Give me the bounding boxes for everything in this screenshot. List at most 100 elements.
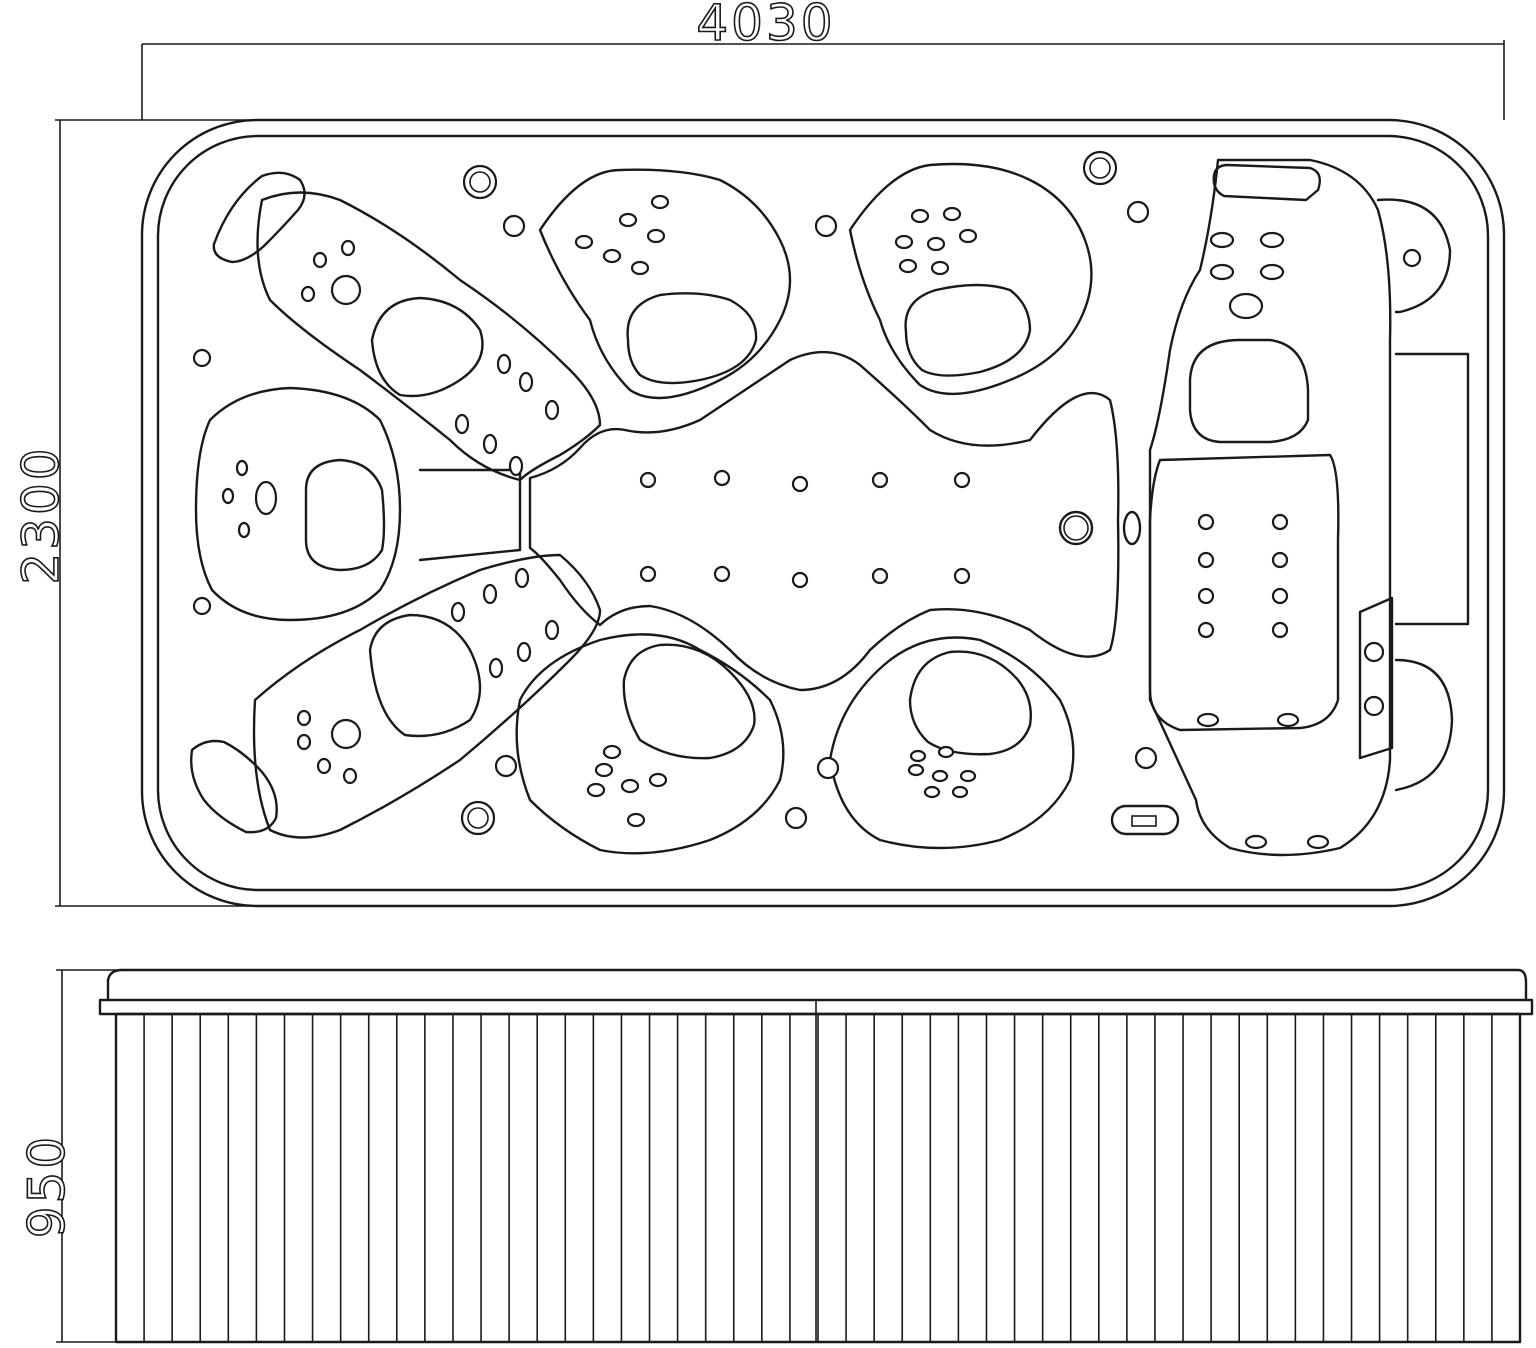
width-dimension-label: 2300 — [12, 445, 70, 584]
seat-top-1 — [538, 168, 792, 400]
footwell-jet — [713, 469, 731, 487]
lounger-jet — [514, 567, 530, 589]
lounger-jet — [488, 657, 504, 679]
lounger-jet — [340, 239, 356, 257]
diverter-valve — [462, 164, 498, 200]
lounge-back-jet — [1209, 231, 1235, 249]
lounger-bottom-left-headrest — [190, 739, 278, 834]
seat-jet — [618, 212, 638, 228]
lounger-jet — [300, 285, 316, 303]
air-control — [494, 754, 518, 778]
filter-bay-bottom — [1394, 658, 1454, 792]
seat-jet — [235, 459, 249, 477]
seat-jet — [630, 260, 650, 276]
footwell-jet — [953, 471, 971, 489]
lounge-leg-jet — [1271, 621, 1289, 639]
seat-jet — [646, 228, 666, 244]
seat-jet — [626, 812, 646, 828]
seat-jet — [959, 769, 977, 783]
lounger-bottom-left — [252, 553, 602, 839]
filter-bay-top — [1376, 198, 1452, 314]
lounge-leg-jet — [1197, 551, 1215, 569]
lounge-headrest — [1212, 163, 1321, 202]
lounge-leg-jet — [1197, 621, 1215, 639]
seat-bottom-2 — [828, 636, 1075, 850]
lounger-jet — [330, 718, 362, 750]
skimmer — [1110, 804, 1180, 836]
air-control — [814, 214, 838, 238]
lounger-top-left — [256, 191, 602, 482]
seat-jet — [926, 236, 946, 252]
footwell-jet — [639, 565, 657, 583]
seat-bottom-1 — [515, 633, 785, 855]
seat-left — [194, 386, 402, 622]
seat-jet — [942, 206, 962, 222]
seat-bottom-1-cushion — [622, 643, 756, 760]
lounger-jet — [312, 251, 328, 269]
lounge-back-jet — [1259, 231, 1285, 249]
air-control — [192, 596, 212, 616]
footwell-jet — [871, 567, 889, 585]
lounge-seat — [1148, 158, 1392, 857]
seat-jet — [937, 745, 955, 759]
seat-jet — [574, 234, 594, 250]
lounger-jet — [508, 455, 524, 477]
lounger-jet — [296, 733, 312, 751]
main-footwell — [528, 350, 1120, 692]
jet-group — [221, 194, 1330, 850]
lounge-leg-jet — [1271, 587, 1289, 605]
side-view-lid — [106, 968, 1528, 1002]
spa-top-view — [140, 118, 1506, 908]
lounge-leg-area — [1148, 453, 1340, 732]
seat-bottom-2-cushion — [908, 650, 1032, 756]
spa-side-view — [98, 968, 1534, 1344]
lounger-jet — [482, 433, 498, 455]
length-dimension: 4030 — [141, 0, 1505, 120]
lounger-top-left-headrest — [212, 171, 306, 264]
width-dimension: 2300 — [11, 119, 250, 907]
lounger-bottom-left-back — [368, 613, 482, 738]
lounge-leg-jet — [1271, 551, 1289, 569]
seat-jet — [586, 782, 606, 798]
lounger-jet — [450, 601, 466, 623]
lounger-jet — [296, 709, 312, 727]
seat-jet — [909, 749, 927, 763]
seat-jet — [910, 208, 930, 224]
lounger-jet — [330, 274, 362, 306]
lounger-jet — [544, 399, 560, 421]
air-control — [192, 348, 212, 368]
height-dimension-label: 950 — [18, 1134, 76, 1238]
footwell-jet — [953, 567, 971, 585]
lounger-jet — [342, 767, 358, 785]
seat-top-2 — [848, 162, 1093, 395]
seat-top-2-cushion — [904, 283, 1032, 377]
seat-jet — [931, 769, 949, 783]
lounger-jet — [544, 619, 560, 641]
seat-left-step — [418, 468, 522, 562]
diverter-valve — [1082, 150, 1118, 186]
lounge-back-jet — [1259, 263, 1285, 281]
lounge-foot-jet — [1196, 712, 1220, 728]
side-panel-jet — [1363, 641, 1385, 663]
footwell-jet — [639, 471, 657, 489]
seat-jet — [907, 763, 925, 777]
shell-outer-rim — [140, 118, 1506, 908]
air-control — [502, 214, 526, 238]
lounge-foot-jet — [1276, 712, 1300, 728]
seat-jet — [254, 480, 278, 516]
lounge-back-jet — [1209, 263, 1235, 281]
footwell-jet — [871, 471, 889, 489]
footwell-jet — [713, 565, 731, 583]
control-panel-recess — [1394, 352, 1470, 626]
lounge-leg-jet — [1271, 513, 1289, 531]
side-panel-jet — [1363, 695, 1385, 717]
lounger-top-left-back — [370, 296, 484, 398]
suction-fitting — [1058, 510, 1094, 546]
air-control — [1126, 200, 1150, 224]
footwell-jet — [791, 475, 809, 493]
seat-jet — [648, 772, 668, 788]
lounger-jet — [316, 757, 332, 775]
lounger-jet — [496, 353, 512, 375]
seat-jet — [602, 248, 622, 264]
